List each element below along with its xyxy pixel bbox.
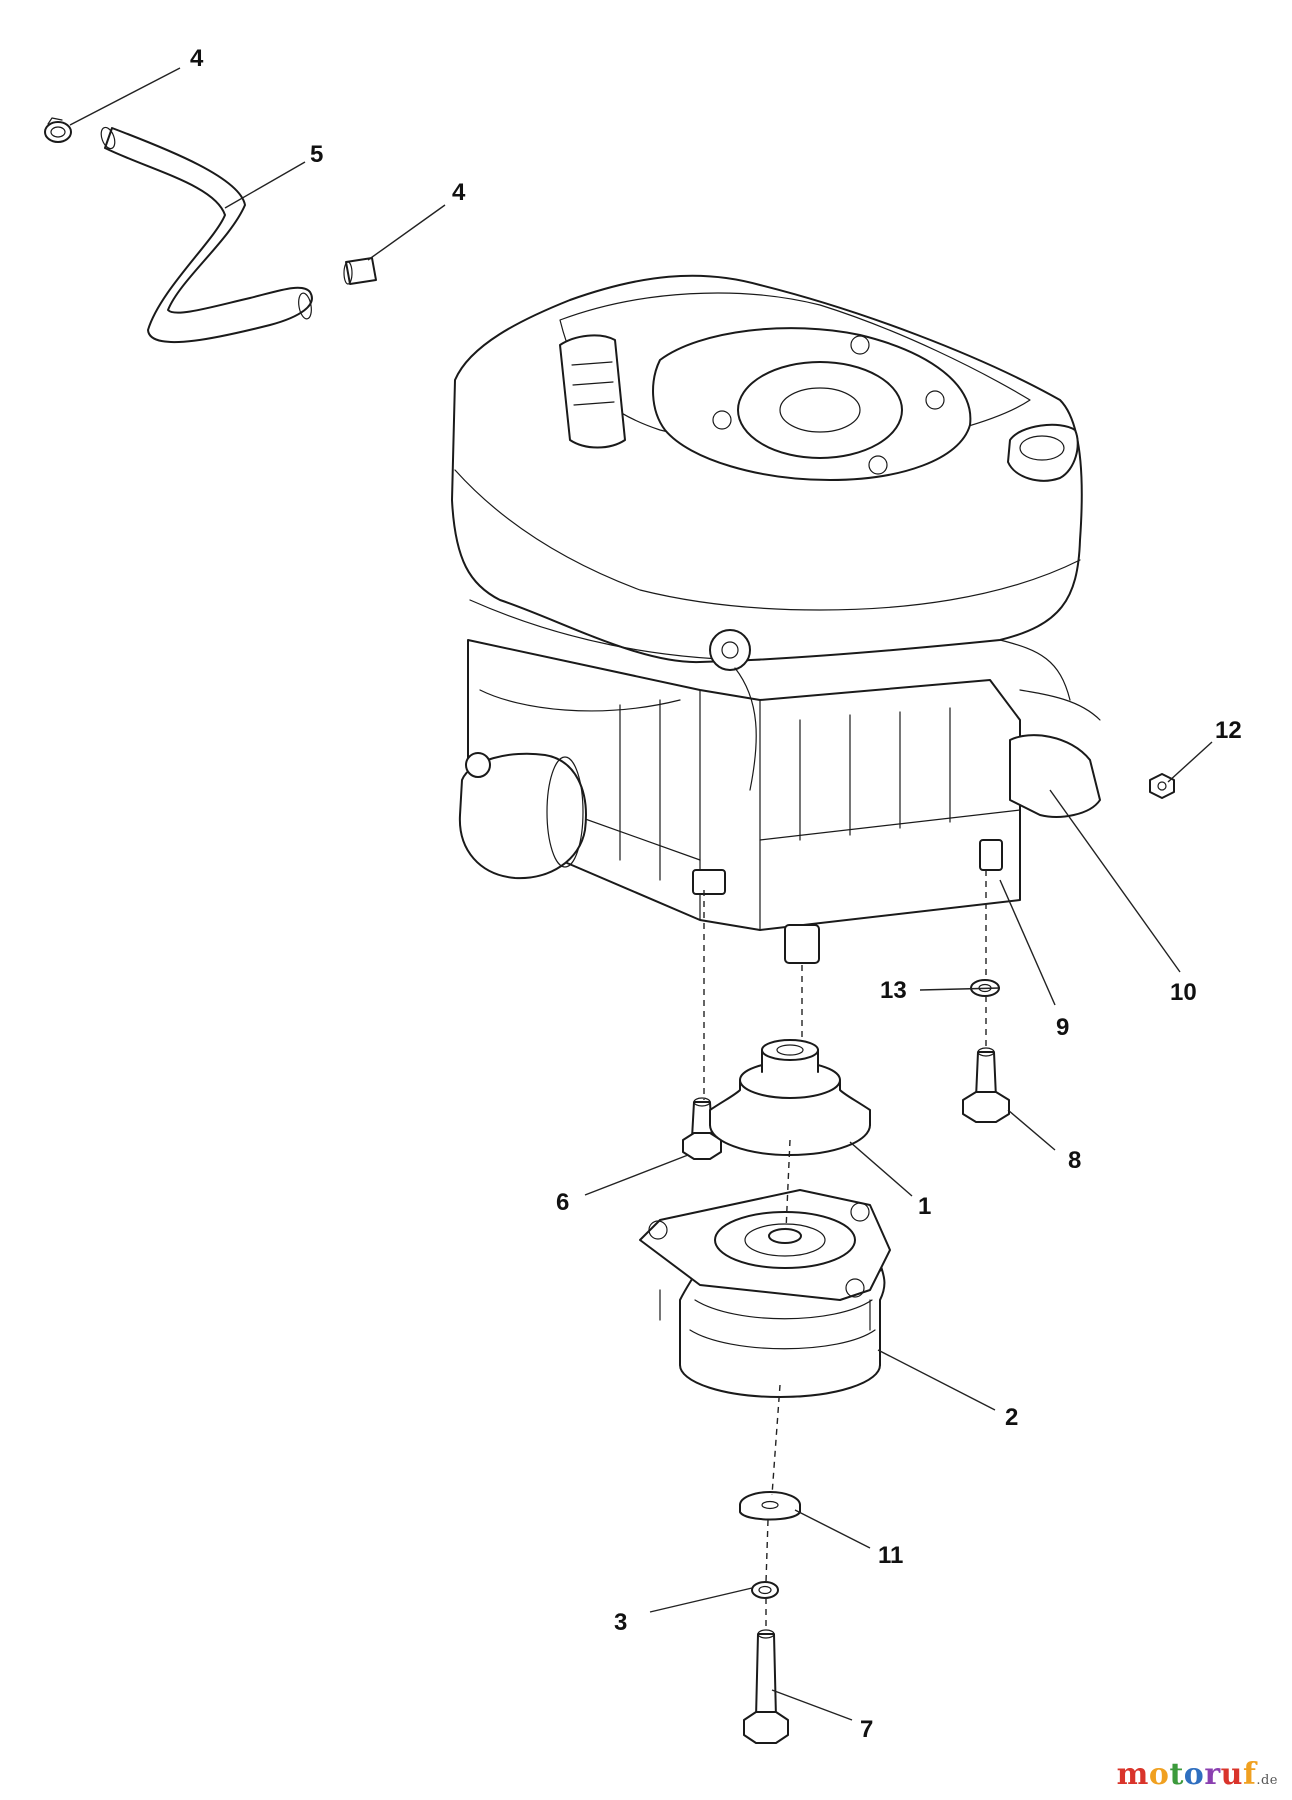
callout-2: 2 [1005,1404,1018,1431]
pulley-1 [709,1039,871,1156]
callout-11: 11 [878,1542,903,1569]
engine-assembly [451,274,1101,964]
callout-6: 6 [556,1189,569,1216]
hose-clamp-center [343,257,377,285]
callout-9: 9 [1056,1014,1069,1041]
callout-7: 7 [860,1716,873,1743]
electric-clutch-2 [639,1189,891,1398]
watermark-letter: u [1220,1757,1243,1792]
callout-1: 1 [918,1193,931,1220]
callout-13: 13 [880,977,907,1004]
motoruf-watermark: motoruf.de [1117,1757,1278,1792]
nut-12 [1149,773,1175,799]
callout-3: 3 [614,1609,627,1636]
bolt-7 [743,1629,789,1744]
watermark-letter: f [1242,1757,1257,1792]
watermark-tld: .de [1256,1773,1278,1788]
callout-5: 5 [310,141,323,168]
watermark-letter: o [1183,1757,1205,1792]
breather-hose [100,126,313,344]
watermark-letter: m [1116,1757,1149,1792]
watermark-letter: r [1204,1757,1221,1792]
callout-4-top-left: 4 [190,45,204,72]
watermark-text: motoruf [1117,1757,1257,1792]
leader-lines [69,67,1213,1721]
callout-8: 8 [1068,1147,1081,1174]
watermark-letter: t [1169,1757,1184,1792]
callout-labels: 4 5 4 12 13 9 10 8 6 1 2 11 3 7 [190,45,1242,1743]
callout-12: 12 [1215,717,1242,744]
spacer-washer-11 [739,1491,801,1521]
lock-washer-3 [751,1581,779,1599]
hose-clamp-top-left [44,117,72,143]
watermark-letter: o [1148,1757,1170,1792]
bolt-8 [962,1047,1010,1123]
assembly-axis-lines [703,870,987,1630]
bolt-6 [682,1097,722,1160]
callout-4-center: 4 [452,179,466,206]
callout-10: 10 [1170,979,1197,1006]
